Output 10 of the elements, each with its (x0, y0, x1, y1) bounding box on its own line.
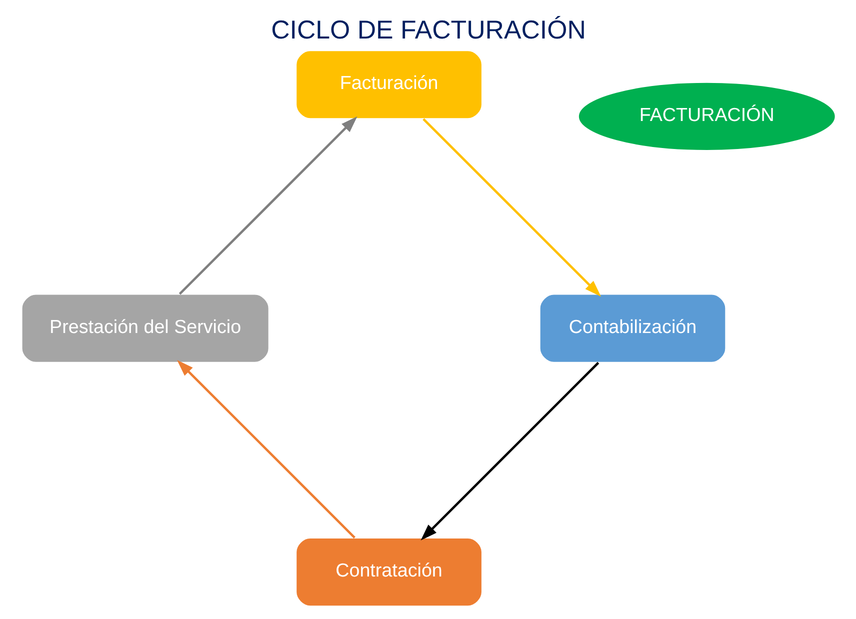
node-box: Contabilización (538, 294, 726, 364)
arrow (176, 360, 355, 538)
arrow (422, 118, 601, 297)
node-box: Prestación del Servicio (20, 294, 269, 364)
node-box: Contratación (294, 537, 482, 607)
arrow (178, 116, 357, 295)
diagram-title: CICLO DE FACTURACIÓN (270, 16, 586, 44)
node-ellipse: FACTURACIÓN (577, 82, 836, 152)
arrow (420, 362, 599, 540)
node-box: Facturación (294, 50, 482, 120)
